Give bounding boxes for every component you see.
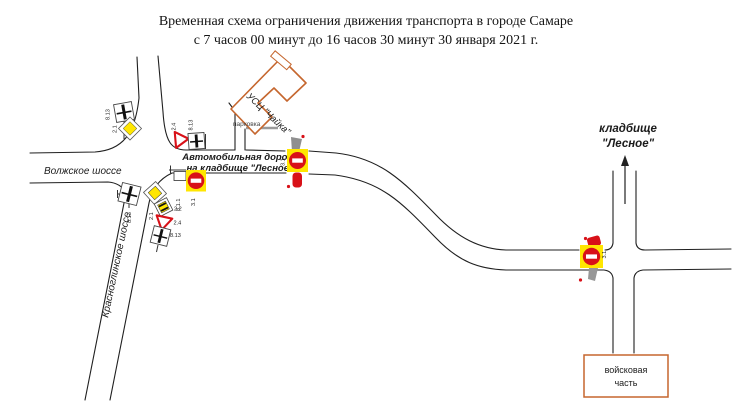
- building-usc-chaika: УСЦ "Чайка" парковка: [230, 50, 307, 138]
- cemetery-label-line2: "Лесное": [602, 138, 655, 150]
- scheme-title: Временная схема ограничения движения тра…: [0, 12, 732, 50]
- road-edge-south-branch-east: [633, 268, 732, 354]
- sign-post: [588, 268, 598, 281]
- sign-number-3-1: 3.1: [281, 158, 287, 166]
- no-entry-bar: [292, 158, 303, 163]
- direction-arrow-to-cemetery: [621, 155, 629, 204]
- road-edge-north-branch-west: [604, 170, 614, 251]
- marker-dot: [578, 278, 583, 282]
- sign-group-krasnoglinskoe: 2.2 2.4 8.13: [149, 197, 182, 253]
- marker-dot: [286, 184, 291, 189]
- sign-number-3-1: 3.1: [602, 251, 608, 259]
- parking-label: парковка: [233, 121, 261, 128]
- sign-number-2-1: 2.1: [149, 212, 155, 220]
- no-entry-sign-entrance: 8.1.1 3.1: [169, 165, 206, 211]
- military-unit-label-line2: часть: [614, 378, 637, 388]
- road-edge-north-branch-east: [635, 170, 732, 251]
- sign-post: [156, 244, 159, 253]
- give-way-sign-icon: [155, 214, 174, 231]
- barrier-block: [586, 235, 602, 248]
- info-plate-icon: [173, 171, 187, 181]
- road-edge-north-east: [157, 55, 236, 151]
- sign-number-2-1: 2.1: [113, 125, 119, 133]
- marker-dot: [583, 236, 588, 241]
- military-unit-block: войсковая часть: [583, 354, 669, 398]
- scheme-title-line1: Временная схема ограничения движения тра…: [158, 14, 574, 29]
- sign-number-8-13: 8.13: [127, 212, 133, 223]
- military-unit-box: [583, 354, 669, 398]
- no-entry-sign-mid: 3.1: [281, 134, 308, 189]
- sign-number-3-1: 3.1: [191, 198, 197, 206]
- building-badge: [269, 50, 292, 71]
- cemetery-label-line1: кладбище: [599, 123, 657, 135]
- sign-number-8-13: 8.13: [189, 120, 195, 131]
- sign-number-2-2: 2.2: [174, 207, 182, 213]
- road-edge-cemetery-bottom: [308, 173, 614, 354]
- sign-number-8-13: 8.13: [106, 109, 112, 120]
- building-outline: [230, 57, 307, 135]
- sign-post: [291, 137, 302, 152]
- sign-number-2-4: 2.4: [174, 221, 182, 227]
- volzhskoe-shosse-label: Волжское шоссе: [44, 166, 122, 177]
- no-entry-bar: [190, 178, 202, 183]
- sign-post: [169, 165, 186, 175]
- main-road-sign-icon: [117, 116, 143, 141]
- sign-group-nw-corner: 8.13 2.1: [106, 101, 143, 141]
- sign-group-se-corner: 8.13 2.1: [117, 180, 168, 223]
- no-entry-bar: [586, 254, 597, 259]
- barrier-block: [292, 172, 302, 188]
- krasnoglinskoe-shosse-label: Красноглинское шоссе: [100, 211, 133, 319]
- main-road-direction-sign-icon: [117, 181, 142, 207]
- main-road-direction-sign-icon: [149, 225, 172, 247]
- cemetery-road-label-line1: Автомобильная дорога: [181, 152, 297, 163]
- scheme-title-line2: с 7 часов 00 минут до 16 часов 30 минут …: [193, 33, 539, 48]
- military-unit-label-line1: войсковая: [605, 365, 648, 375]
- main-road-direction-sign-icon: [187, 131, 206, 151]
- no-entry-sign-right-intersection: 3.1: [578, 235, 608, 282]
- sign-number-8-1-1: 8.1.1: [176, 199, 182, 211]
- road-edge-cemetery-top: [245, 149, 580, 251]
- marker-dot: [301, 134, 305, 139]
- sign-group-cemetery-road-entry-top: 2.4 8.13: [172, 120, 206, 151]
- cemetery-road-label-line2: на кладбище "Лесное": [186, 163, 294, 174]
- end-of-main-road-sign-icon: [153, 197, 174, 217]
- main-road-direction-sign-icon: [113, 101, 135, 123]
- road-edge-krasnoglinskoe-east: [109, 172, 287, 401]
- give-way-sign-icon: [173, 130, 190, 149]
- main-road-sign-icon: [142, 180, 168, 206]
- sign-number-2-4: 2.4: [172, 123, 178, 131]
- sign-number-8-13: 8.13: [170, 233, 181, 239]
- road-edge-volzhskoe-north: [29, 56, 140, 154]
- road-network: [29, 55, 732, 401]
